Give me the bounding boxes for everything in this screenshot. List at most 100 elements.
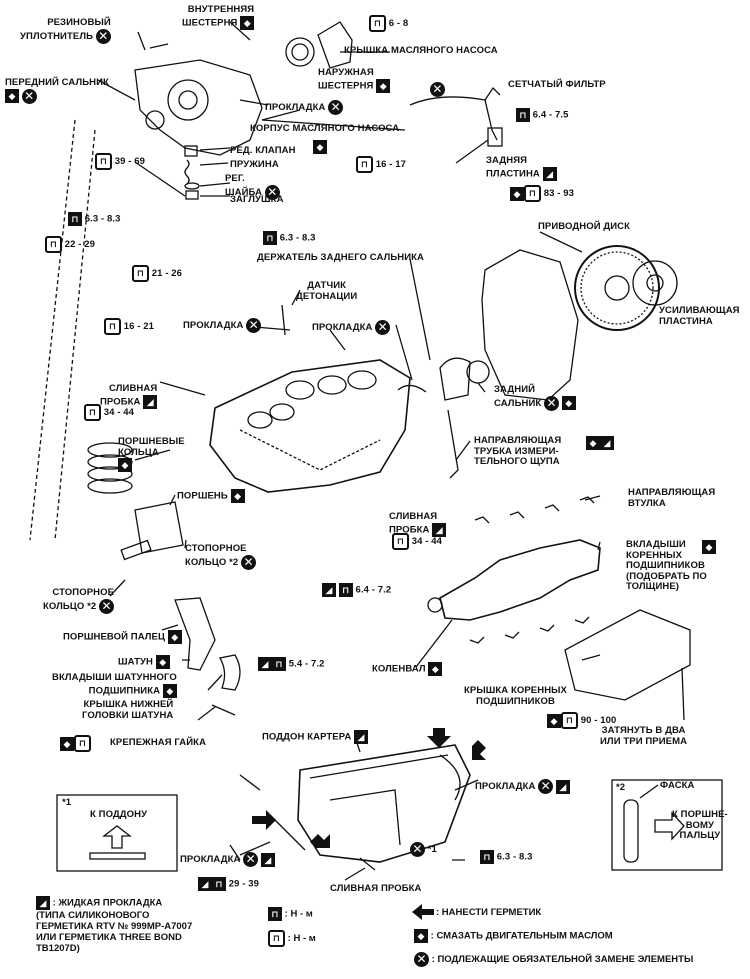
wrench-icon: ⊓ [104, 318, 121, 335]
wrench-icon: ⊓ [45, 236, 62, 253]
pump-cover-part [317, 21, 353, 69]
oil-can-icon: ◆ [547, 713, 561, 728]
cylinder-block-part [209, 359, 411, 493]
wrench-icon: ⊓ [480, 850, 494, 864]
label-gasket-pan-right: ПРОКЛАДКА ✕ ◢ [475, 779, 570, 794]
oil-can-icon: ◆ [702, 540, 716, 554]
label-drain-plug-pan: СЛИВНАЯ ПРОБКА [330, 883, 422, 894]
x-circle-icon: ✕ [264, 184, 280, 200]
wrench-icon: ⊓ [84, 404, 101, 421]
label-star1: ✕ *1 [410, 842, 437, 857]
sealant-tube-icon: ◢ [258, 657, 272, 671]
x-circle-icon: ✕ [95, 28, 111, 44]
wrench-icon: ⊓ [392, 533, 409, 550]
legend-torque-unit-2: ⊓ : Н - м [268, 930, 316, 947]
label-oil-pump-body: КОРПУС МАСЛЯНОГО НАСОСА [250, 123, 400, 134]
oil-can-icon: ◆ [167, 630, 182, 644]
rear-plate-part [481, 249, 579, 401]
wrench-icon: ⊓ [268, 930, 285, 947]
dipstick-icons: ◆◢ [586, 436, 614, 450]
label-torque-6-4-7-2-a: ◢ ⊓ 6.4 - 7.2 [322, 583, 391, 597]
label-torque-6-4-7-5: ⊓ 6.4 - 7.5 [516, 108, 569, 122]
oil-can-icon: ◆ [60, 736, 74, 751]
label-torque-29-39: ◢⊓ 29 - 39 [198, 877, 259, 891]
label-torque-16-17: ⊓ 16 - 17 [356, 156, 406, 173]
x-circle-icon: ✕ [328, 100, 344, 115]
x-circle-icon: ✕ [241, 554, 257, 570]
label-gasket-sensor: ПРОКЛАДКА ✕ [183, 318, 262, 333]
wrench-icon: ⊓ [68, 212, 82, 226]
label-oil-pump-cover: КРЫШКА МАСЛЯНОГО НАСОСА [344, 45, 498, 56]
oil-can-icon: ◆ [240, 15, 255, 30]
label-torque-6-3-8-3-a: ⊓ 6.3 - 8.3 [68, 212, 121, 226]
oil-can-icon: ◆ [162, 683, 177, 698]
x-circle-icon: ✕ [414, 952, 429, 967]
label-crankshaft: КОЛЕНВАЛ ◆ [372, 662, 443, 676]
sealant-arrow-icon [472, 740, 486, 760]
sealant-tube-icon: ◢ [555, 779, 570, 794]
label-dipstick-tube: НАПРАВЛЯЮЩАЯ ТРУБКА ИЗМЕРИ- ТЕЛЬНОГО ЩУП… [474, 435, 562, 467]
oil-can-icon: ◆ [561, 396, 576, 410]
oil-can-icon: ◆ [586, 436, 600, 450]
x-circle-icon: ✕ [21, 88, 37, 104]
label-knock-sensor: ДАТЧИК ДЕТОНАЦИИ [296, 280, 358, 302]
sealant-tube-icon: ◢ [354, 730, 369, 744]
wrench-icon: ⊓ [132, 265, 149, 282]
inset-1-text: К ПОДДОНУ [90, 809, 148, 820]
x-circle-icon: ✕ [544, 395, 560, 411]
label-torque-34-44-a: ⊓ 34 - 44 [84, 404, 134, 421]
sealant-arrow-icon [310, 834, 330, 848]
label-drive-disc: ПРИВОДНОЙ ДИСК [538, 221, 631, 232]
wrench-icon: ⊓ [338, 583, 353, 597]
label-front-seal: ПЕРЕДНИЙ САЛЬНИК ◆ ✕ [5, 77, 109, 104]
label-drain-plug-side: СЛИВНАЯ ПРОБКА ◢ [389, 511, 447, 537]
label-torque-22-29: ⊓ 22 - 29 [45, 236, 95, 253]
label-plug: ЗАГЛУШКА [230, 194, 284, 205]
label-conrod-cap: КРЫШКА НИЖНЕЙ ГОЛОВКИ ШАТУНА [82, 699, 174, 721]
inset-2-tag: *2 [616, 782, 626, 793]
oil-can-icon: ◆ [510, 186, 524, 201]
wrench-icon: ⊓ [561, 712, 578, 729]
oil-can-icon: ◆ [5, 89, 19, 103]
legend-replace: ✕ : ПОДЛЕЖАЩИЕ ОБЯЗАТЕЛЬНОЙ ЗАМЕНЕ ЭЛЕМЕ… [414, 952, 693, 967]
wrench-icon: ⊓ [263, 231, 277, 245]
oil-can-icon: ◆ [230, 489, 245, 503]
sealant-tube-icon: ◢ [198, 877, 212, 891]
wrench-icon: ⊓ [369, 15, 386, 32]
x-circle-icon: ✕ [410, 842, 425, 857]
label-gasket-pan-left: ПРОКЛАДКА ✕ ◢ [180, 852, 275, 867]
front-seal-part [145, 110, 165, 130]
sealant-tube-icon: ◢ [143, 394, 158, 409]
piston-part [134, 501, 184, 554]
wrench-icon: ⊓ [356, 156, 373, 173]
label-rear-seal: ЗАДНИЙ САЛЬНИК ✕ ◆ [494, 384, 576, 411]
strainer-part [487, 127, 503, 147]
label-torque-39-69: ⊓ 39 - 69 [95, 153, 145, 170]
label-rubber-seal: РЕЗИНОВЫЙ УПЛОТНИТЕЛЬ ✕ [20, 17, 111, 44]
wrench-icon: ⊓ [95, 153, 112, 170]
label-inner-gear: ВНУТРЕННЯЯ ШЕСТЕРНЯ ◆ [182, 4, 255, 30]
legend-liquid-gasket: ◢ : ЖИДКАЯ ПРОКЛАДКА (ТИПА СИЛИКОНОВОГО … [36, 896, 193, 954]
wrench-icon: ⊓ [516, 108, 530, 122]
label-oil-pan: ПОДДОН КАРТЕРА ◢ [262, 730, 369, 744]
front-cover-part [134, 59, 263, 156]
label-gasket-holder: ПРОКЛАДКА ✕ [312, 320, 391, 335]
inset-1-tag: *1 [62, 797, 72, 808]
sealant-arrow-icon [252, 810, 276, 830]
wrench-icon: ⊓ [272, 657, 286, 671]
wrench-icon: ⊓ [268, 907, 282, 921]
sealant-tube-icon: ◢ [36, 896, 50, 910]
wrench-icon: ⊓ [212, 877, 226, 891]
label-spring: ПРУЖИНА [230, 159, 279, 170]
label-main-bearings: ВКЛАДЫШИ КОРЕННЫХ ПОДШИПНИКОВ (ПОДОБРАТЬ… [626, 539, 707, 592]
label-relief-valve: РЕД. КЛАПАН [230, 145, 296, 156]
label-reg-washer: РЕГ. ШАЙБА ✕ [225, 173, 280, 200]
rear-seal-part [466, 360, 490, 384]
label-torque-34-44-b: ⊓ 34 - 44 [392, 533, 442, 550]
label-rear-plate: ЗАДНЯЯ ПЛАСТИНА ◢ [486, 155, 557, 181]
label-piston-pin: ПОРШНЕВОЙ ПАЛЕЦ ◆ [63, 630, 182, 644]
label-rear-seal-holder: ДЕРЖАТЕЛЬ ЗАДНЕГО САЛЬНИКА [257, 252, 425, 263]
oil-can-icon: ◆ [313, 140, 327, 154]
label-torque-6-8: ⊓ 6 - 8 [369, 15, 408, 32]
crankshaft-part [439, 539, 601, 621]
